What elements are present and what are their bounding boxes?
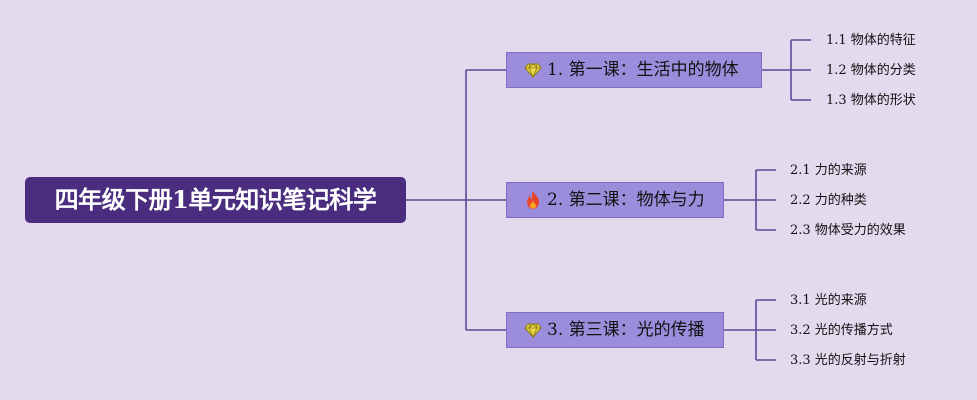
lesson-label: 2. 第二课：物体与力 — [547, 190, 705, 210]
lesson-node-3[interactable]: 3. 第三课：光的传播 — [506, 312, 724, 348]
diamond-icon — [523, 60, 543, 80]
topic-3-2[interactable]: 3.2 光的传播方式 — [790, 323, 893, 338]
lesson-node-2[interactable]: 2. 第二课：物体与力 — [506, 182, 724, 218]
topic-1-2[interactable]: 1.2 物体的分类 — [826, 63, 916, 78]
lesson-node-1[interactable]: 1. 第一课：生活中的物体 — [506, 52, 762, 88]
lesson-label: 1. 第一课：生活中的物体 — [547, 60, 739, 80]
topic-3-1[interactable]: 3.1 光的来源 — [790, 293, 867, 308]
topic-1-1[interactable]: 1.1 物体的特征 — [826, 33, 916, 48]
topic-2-2[interactable]: 2.2 力的种类 — [790, 193, 867, 208]
root-node[interactable]: 四年级下册1单元知识笔记科学 — [25, 177, 406, 223]
topic-3-3[interactable]: 3.3 光的反射与折射 — [790, 353, 906, 368]
fire-icon — [523, 190, 543, 210]
diamond-icon — [523, 320, 543, 340]
topic-1-3[interactable]: 1.3 物体的形状 — [826, 93, 916, 108]
topic-2-3[interactable]: 2.3 物体受力的效果 — [790, 223, 906, 238]
topic-2-1[interactable]: 2.1 力的来源 — [790, 163, 867, 178]
lesson-label: 3. 第三课：光的传播 — [547, 320, 705, 340]
